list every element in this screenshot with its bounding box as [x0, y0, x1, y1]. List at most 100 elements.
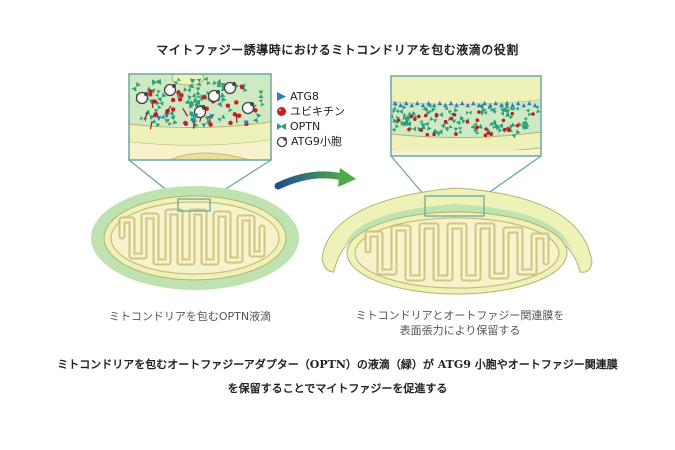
ubiquitin-mark: [179, 93, 184, 98]
ubiquitin-mark: [417, 114, 421, 119]
ubiquitin-chain: [149, 121, 153, 130]
optn-mark: [151, 119, 161, 128]
optn-mark: [157, 92, 167, 103]
optn-mark: [408, 126, 417, 132]
ubiquitin-mark: [425, 132, 430, 137]
ubiquitin-chain: [165, 105, 172, 115]
right-zoom-box: [391, 76, 541, 156]
ubiquitin-mark: [228, 120, 233, 126]
transition-arrow: [274, 168, 356, 190]
atg8-mark: [437, 100, 442, 106]
optn-mark: [165, 118, 172, 126]
optn-mark: [511, 129, 521, 139]
right-zoom-guides: [390, 155, 542, 197]
ubiquitin-mark: [409, 114, 414, 119]
ubiquitin-mark: [170, 107, 176, 112]
ubiquitin-mark: [489, 132, 493, 137]
optn-mark: [424, 122, 432, 131]
optn-mark: [258, 90, 264, 98]
optn-mark: [217, 114, 226, 122]
ubiquitin-mark: [531, 112, 535, 116]
optn-mark: [480, 110, 488, 116]
optn-mark: [523, 117, 529, 125]
atg8-mark: [156, 115, 162, 121]
atg8-mark: [482, 100, 487, 106]
optn-mark: [434, 129, 443, 135]
caption-line1: ミトコンドリアを包むオートファジーアダプター（OPTN）の液滴（緑）が ATG9…: [57, 358, 618, 371]
ubiquitin-mark: [253, 108, 258, 113]
atg9-vesicle-dot: [216, 90, 220, 94]
ubiquitin-mark: [486, 131, 491, 135]
optn-mark: [419, 119, 427, 127]
ubiquitin-mark: [208, 122, 213, 127]
ubiquitin-mark: [170, 97, 176, 103]
atg8-mark: [426, 100, 431, 106]
optn-mark: [429, 116, 437, 123]
legend-item-atg8: ATG8: [276, 89, 345, 104]
protein-layer: [391, 100, 541, 139]
optn-mark: [203, 76, 212, 86]
ubiquitin-mark: [465, 120, 470, 124]
optn-mark: [402, 120, 412, 127]
optn-mark: [499, 103, 510, 113]
atg8-mark: [243, 120, 249, 126]
atg8-mark: [443, 102, 448, 108]
optn-mark: [479, 106, 485, 113]
ubiquitin-mark: [515, 123, 520, 128]
optn-mark: [216, 82, 227, 92]
atg8-mark: [532, 102, 538, 108]
atg8-mark: [432, 102, 437, 108]
ubiquitin-mark: [449, 116, 454, 121]
optn-mark: [424, 107, 433, 114]
figure-caption: ミトコンドリアを包むオートファジーアダプター（OPTN）の液滴（緑）が ATG9…: [0, 353, 675, 401]
atg8-mark: [415, 100, 420, 106]
optn-mark: [461, 117, 470, 124]
ubiquitin-mark: [148, 89, 153, 94]
optn-mark: [156, 100, 164, 106]
diagram-title: マイトファジー誘導時におけるミトコンドリアを包む液滴の役割: [156, 43, 519, 57]
autophagic-membrane-band: [391, 76, 541, 106]
ubiquitin-mark: [506, 126, 510, 131]
protein-cluster: [131, 76, 265, 130]
optn-mark: [505, 111, 514, 120]
optn-mark: [422, 106, 431, 116]
atg9-vesicle-dot: [232, 82, 236, 86]
optn-mark: [153, 104, 162, 113]
atg8-mark: [510, 102, 515, 108]
optn-mark: [196, 78, 202, 86]
atg8-mark: [527, 100, 532, 106]
optn-mark: [189, 100, 200, 109]
ubiquitin-chain: [182, 108, 189, 117]
atg9-vesicle-dot: [250, 102, 254, 106]
ubiquitin-mark: [434, 113, 439, 118]
atg8-mark: [164, 113, 170, 119]
atg8-mark: [448, 100, 454, 106]
ubiquitin-mark: [423, 113, 428, 118]
optn-mark: [216, 96, 227, 108]
left-panel-label: ミトコンドリアを包むOPTN液滴: [108, 310, 272, 323]
ubiquitin-mark: [484, 127, 488, 131]
atg8-mark: [465, 102, 470, 108]
ubiquitin-mark: [510, 111, 515, 116]
legend-label: ユビキチン: [290, 105, 345, 118]
ubiquitin-mark: [413, 117, 417, 121]
triangle-icon: [277, 92, 286, 101]
optn-mark: [392, 108, 399, 114]
atg8-mark: [420, 102, 426, 108]
optn-mark: [498, 127, 506, 133]
ubiquitin-mark: [239, 84, 245, 90]
optn-mark: [500, 107, 508, 116]
ubiquitin-mark: [454, 132, 458, 136]
ubiquitin-mark: [501, 118, 506, 123]
optn-mark: [521, 122, 530, 130]
legend-item-optn: OPTN: [276, 119, 345, 134]
right-zoom-frame: [390, 75, 542, 157]
atg8-mark: [409, 102, 414, 108]
atg8-mark: [493, 100, 498, 106]
atg8-mark: [516, 100, 521, 106]
legend-item-ubiquitin: ユビキチン: [276, 104, 345, 119]
caption-line2: を保留することでマイトファジーを促進する: [227, 382, 448, 395]
ubiquitin-mark: [236, 113, 242, 118]
atg8-mark: [471, 100, 476, 106]
ubiquitin-mark: [153, 112, 159, 117]
